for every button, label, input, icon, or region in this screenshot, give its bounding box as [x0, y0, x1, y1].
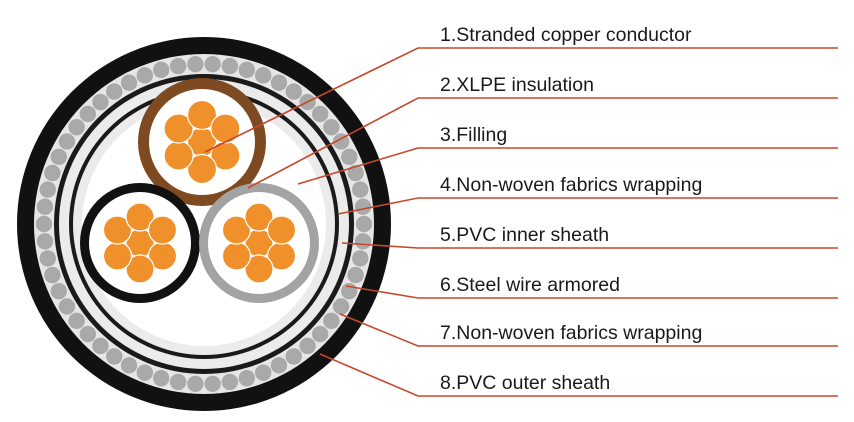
core-brown [138, 78, 266, 206]
steel-wire [347, 164, 364, 182]
steel-wire [187, 375, 204, 392]
steel-wire [120, 74, 138, 91]
steel-wire [35, 215, 53, 233]
cable-cross-section [17, 37, 391, 411]
leader-line-3 [297, 147, 838, 185]
steel-wire [221, 373, 239, 391]
steel-wire [92, 93, 109, 111]
steel-wire [255, 67, 272, 84]
steel-wire [255, 364, 272, 381]
steel-wire [136, 364, 153, 381]
steel-wire [153, 369, 170, 387]
steel-wire [39, 250, 56, 267]
conductor-strand [210, 113, 241, 144]
steel-wire [44, 164, 61, 182]
label-stranded-copper-conductor: 1.Stranded copper conductor [440, 24, 692, 46]
conductor-strand [125, 254, 155, 284]
component-labels: 1.Stranded copper conductor 2.XLPE insul… [440, 24, 702, 394]
steel-wire [341, 148, 358, 166]
steel-wire [36, 198, 54, 215]
leader-line-4 [337, 197, 838, 215]
leader-line-2 [247, 97, 838, 189]
steel-wire [68, 118, 85, 136]
steel-wire [299, 337, 316, 355]
steel-wire [270, 357, 288, 374]
steel-wire [332, 298, 350, 315]
steel-wire [311, 325, 329, 343]
conductor-strand [244, 202, 274, 232]
steel-wire [355, 215, 373, 233]
steel-wire [169, 373, 187, 391]
leader-line-5 [341, 242, 838, 249]
leader-line-8 [319, 353, 838, 397]
conductor-strand [163, 140, 194, 171]
leader-lines [204, 47, 838, 397]
stranded-conductor-gray [221, 202, 297, 284]
conductor-strand [186, 99, 218, 131]
steel-wire [238, 61, 255, 79]
steel-wire [169, 57, 187, 75]
steel-wire [39, 181, 56, 198]
conductor-strand [163, 113, 194, 144]
steel-wire [204, 375, 221, 392]
steel-wire-armor-ring [35, 56, 373, 392]
steel-wire [352, 181, 369, 198]
steel-wire [50, 148, 67, 166]
steel-wire [285, 348, 302, 365]
steel-wire [354, 233, 372, 250]
conductor-strand [125, 202, 155, 232]
leader-line-1 [204, 47, 838, 153]
conductor-strand [266, 215, 297, 245]
label-non-woven-wrapping-4: 4.Non-woven fabrics wrapping [440, 174, 702, 196]
steel-wire [58, 298, 76, 315]
steel-wire [354, 198, 372, 215]
steel-wire [238, 369, 255, 387]
core-black [80, 183, 200, 303]
conductor-strand [221, 215, 252, 245]
steel-wire [50, 282, 67, 300]
label-pvc-inner-sheath: 5.PVC inner sheath [440, 224, 609, 246]
steel-wire [323, 118, 340, 136]
steel-wire [79, 325, 97, 343]
stranded-conductor-brown [163, 99, 241, 185]
steel-wire [68, 312, 85, 330]
label-pvc-outer-sheath: 8.PVC outer sheath [440, 372, 610, 394]
core-gray [199, 183, 319, 303]
steel-wire [58, 133, 76, 150]
steel-wire [352, 250, 369, 267]
steel-wire [106, 83, 123, 100]
steel-wire [323, 312, 340, 330]
leader-line-6 [345, 285, 838, 299]
stranded-conductor-black [102, 202, 178, 284]
steel-wire [187, 56, 204, 73]
steel-wire [44, 266, 61, 284]
steel-wire [79, 105, 97, 123]
conductor-strand [102, 241, 133, 271]
steel-wire [270, 74, 288, 91]
steel-wire [347, 266, 364, 284]
conductor-strand [244, 254, 274, 284]
steel-wire [221, 57, 239, 75]
steel-wire [341, 282, 358, 300]
leader-line-7 [339, 313, 838, 347]
steel-wire [285, 83, 302, 100]
steel-wire [136, 67, 153, 84]
label-filling: 3.Filling [440, 124, 507, 146]
label-steel-wire-armored: 6.Steel wire armored [440, 274, 620, 296]
steel-wire [120, 357, 138, 374]
label-xlpe-insulation: 2.XLPE insulation [440, 74, 594, 96]
steel-wire [204, 56, 221, 73]
conductor-strand [186, 153, 218, 185]
steel-wire [36, 233, 54, 250]
steel-wire [106, 348, 123, 365]
conductor-strand [221, 241, 252, 271]
steel-wire [311, 105, 329, 123]
label-non-woven-wrapping-7: 7.Non-woven fabrics wrapping [440, 322, 702, 344]
conductor-strand [147, 215, 178, 245]
conductor-strand [102, 215, 133, 245]
steel-wire [92, 337, 109, 355]
steel-wire [153, 61, 170, 79]
